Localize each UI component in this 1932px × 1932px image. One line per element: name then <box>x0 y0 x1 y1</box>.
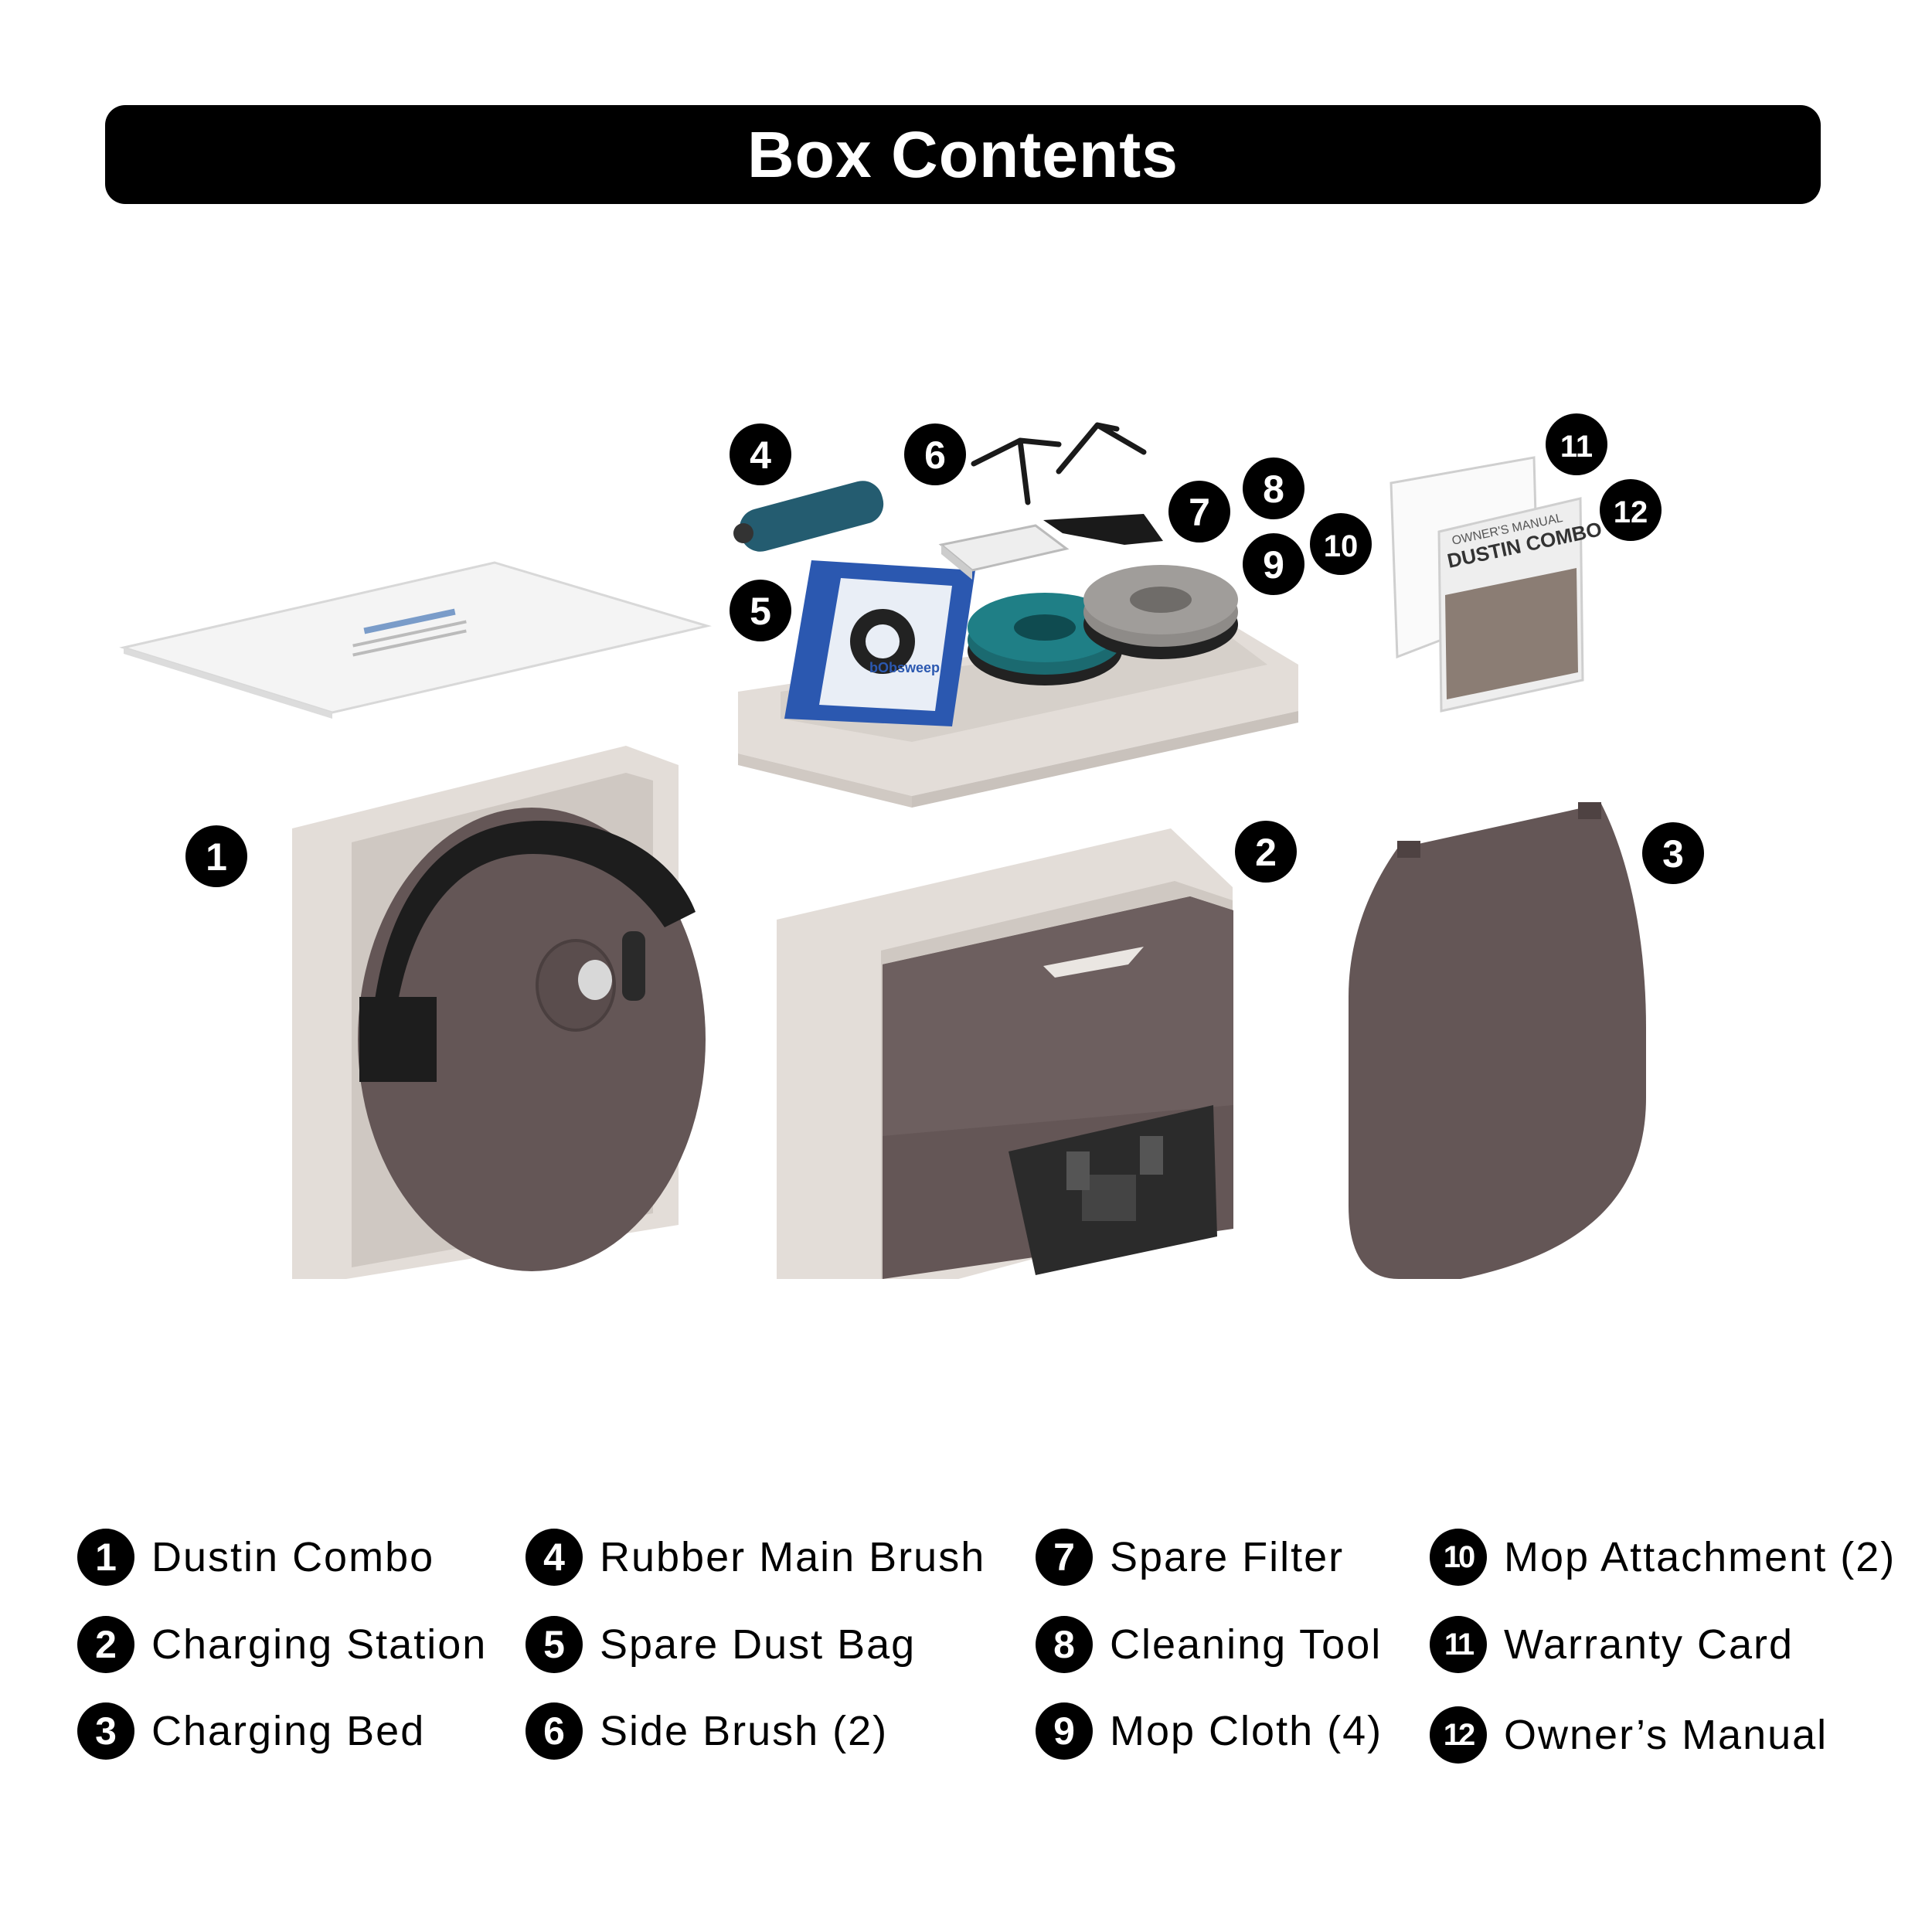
station-box <box>777 828 1233 1279</box>
legend-item-8: 8 Cleaning Tool <box>1036 1614 1382 1675</box>
legend-label: Mop Attachment (2) <box>1504 1534 1896 1580</box>
badge-4: 4 <box>730 423 791 485</box>
mop-cloths <box>968 565 1238 685</box>
badge-2: 2 <box>1235 821 1297 883</box>
badge-8: 8 <box>1243 457 1304 519</box>
legend-badge: 7 <box>1036 1529 1093 1586</box>
legend-item-7: 7 Spare Filter <box>1036 1526 1344 1588</box>
legend-item-9: 9 Mop Cloth (4) <box>1036 1700 1383 1762</box>
side-brushes <box>971 422 1147 505</box>
badge-9: 9 <box>1243 533 1304 595</box>
filter-and-tool <box>938 514 1163 580</box>
legend-badge: 5 <box>526 1616 583 1673</box>
legend-badge: 4 <box>526 1529 583 1586</box>
svg-text:5: 5 <box>750 590 771 633</box>
legend-item-2: 2 Charging Station <box>77 1614 487 1675</box>
svg-text:4: 4 <box>750 434 771 477</box>
legend-label: Warranty Card <box>1504 1621 1794 1668</box>
badge-5: 5 <box>730 580 791 641</box>
legend-badge: 6 <box>526 1702 583 1760</box>
main-brush <box>733 481 884 552</box>
legend-label: Side Brush (2) <box>600 1708 889 1754</box>
legend-item-5: 5 Spare Dust Bag <box>526 1614 916 1675</box>
badge-3: 3 <box>1642 822 1704 884</box>
robot-box <box>292 746 706 1279</box>
legend-badge: 8 <box>1036 1616 1093 1673</box>
legend-badge: 10 <box>1430 1529 1487 1586</box>
svg-text:12: 12 <box>1614 495 1648 529</box>
legend-item-1: 1 Dustin Combo <box>77 1526 434 1588</box>
legend-badge: 3 <box>77 1702 134 1760</box>
legend-item-4: 4 Rubber Main Brush <box>526 1526 985 1588</box>
legend-label: Charging Bed <box>151 1708 426 1754</box>
dust-bag: bObsweep <box>784 560 975 726</box>
svg-text:7: 7 <box>1189 491 1210 534</box>
legend-item-12: 12 Owner’s Manual <box>1430 1704 1828 1766</box>
manual-and-card: OWNER'S MANUAL DUSTIN COMBO <box>1389 456 1604 713</box>
svg-text:1: 1 <box>206 835 227 879</box>
svg-text:6: 6 <box>924 434 946 477</box>
legend-badge: 9 <box>1036 1702 1093 1760</box>
svg-text:8: 8 <box>1263 468 1284 511</box>
legend-item-11: 11 Warranty Card <box>1430 1614 1794 1675</box>
legend-label: Spare Dust Bag <box>600 1621 917 1668</box>
badge-11: 11 <box>1546 413 1607 475</box>
legend-item-3: 3 Charging Bed <box>77 1700 425 1762</box>
bag-logo-text: bObsweep <box>869 660 940 675</box>
svg-text:9: 9 <box>1263 543 1284 587</box>
svg-text:2: 2 <box>1255 831 1277 874</box>
legend-label: Owner’s Manual <box>1504 1712 1828 1758</box>
charging-bed <box>1349 802 1646 1279</box>
legend-badge: 12 <box>1430 1706 1487 1764</box>
legend-item-10: 10 Mop Attachment (2) <box>1430 1526 1896 1588</box>
svg-text:3: 3 <box>1662 832 1684 876</box>
legend-item-6: 6 Side Brush (2) <box>526 1700 888 1762</box>
legend-label: Charging Station <box>151 1621 488 1668</box>
badge-10: 10 <box>1310 513 1372 575</box>
legend-badge: 1 <box>77 1529 134 1586</box>
legend-label: Rubber Main Brush <box>600 1534 986 1580</box>
legend-label: Cleaning Tool <box>1110 1621 1383 1668</box>
badge-6: 6 <box>904 423 966 485</box>
svg-text:11: 11 <box>1560 430 1593 464</box>
title-banner: Box Contents <box>105 105 1821 204</box>
page-title: Box Contents <box>747 117 1179 191</box>
illustration-badges: 1 2 3 4 5 6 7 8 9 10 11 12 <box>185 413 1704 887</box>
legend-label: Dustin Combo <box>151 1534 435 1580</box>
info-sheet <box>119 561 712 719</box>
badge-7: 7 <box>1168 481 1230 543</box>
svg-text:10: 10 <box>1324 529 1359 563</box>
badge-12: 12 <box>1600 479 1662 541</box>
badge-1: 1 <box>185 825 247 887</box>
legend-label: Mop Cloth (4) <box>1110 1708 1383 1754</box>
legend-badge: 11 <box>1430 1616 1487 1673</box>
legend-badge: 2 <box>77 1616 134 1673</box>
legend-label: Spare Filter <box>1110 1534 1345 1580</box>
